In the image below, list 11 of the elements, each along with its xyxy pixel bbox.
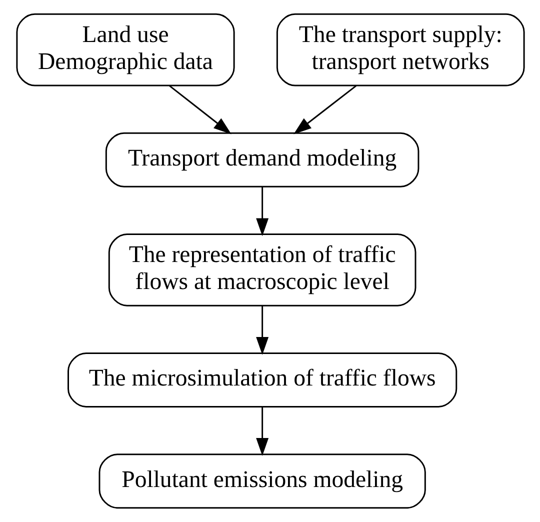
arrow [256, 186, 268, 236]
arrow [256, 306, 268, 355]
node-box: The representation of traffic flows at macroscopic level [108, 233, 416, 306]
arrow [293, 85, 356, 134]
node-box: Transport demand modeling [104, 132, 419, 188]
node-box: The microsimulation of traffic flows [67, 352, 457, 408]
node-box: The transport supply: transport networks [276, 13, 524, 86]
node-box: Pollutant emissions modeling [98, 454, 426, 509]
node-box: Land use Demographic data [16, 13, 234, 86]
arrow [256, 407, 268, 456]
arrow [168, 85, 231, 134]
